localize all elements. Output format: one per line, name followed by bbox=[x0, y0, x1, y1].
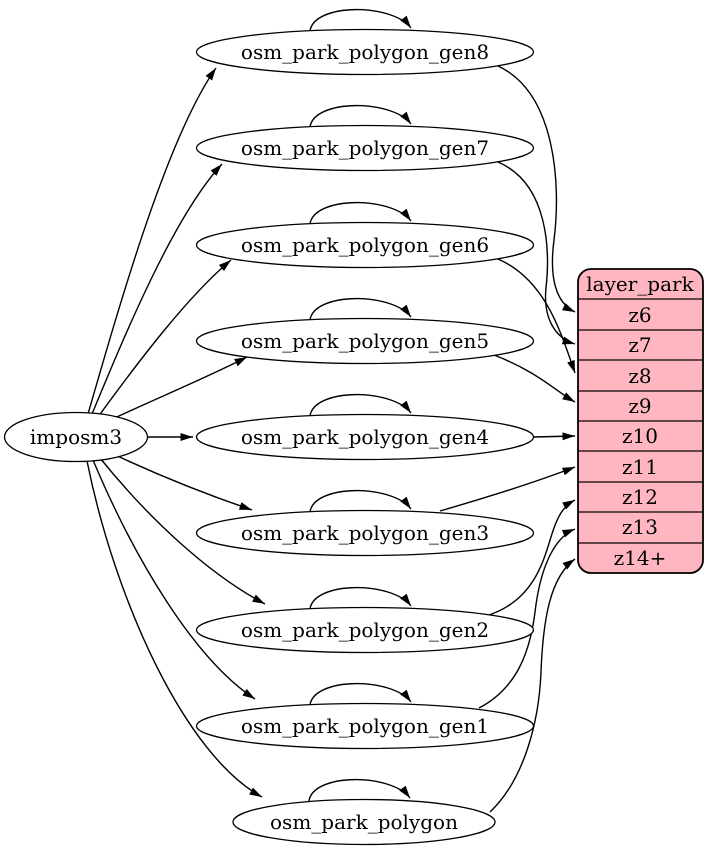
self-loop-gen6 bbox=[309, 201, 412, 225]
node-gen1-shape bbox=[195, 702, 535, 750]
node-imposm3: imposm3 bbox=[3, 411, 149, 463]
row-label-z6: z6 bbox=[628, 303, 651, 327]
edge-gen7-to-z7 bbox=[497, 161, 576, 345]
node-layer-park: layer_park z6 z7 z8 z9 z10 z11 z12 z13 z… bbox=[577, 268, 704, 574]
node-osm-park-polygon-gen7: osm_park_polygon_gen7 bbox=[195, 124, 535, 172]
edge-gen2-to-z12 bbox=[488, 499, 576, 616]
edge-polygon-to-z14plus bbox=[489, 558, 576, 813]
node-gen7-shape bbox=[195, 124, 535, 172]
edge-imposm3-to-gen3 bbox=[110, 452, 253, 511]
edge-gen1-to-z13 bbox=[478, 528, 576, 709]
edge-gen4-to-z10 bbox=[533, 432, 576, 441]
edge-imposm3-to-gen8 bbox=[87, 67, 217, 415]
node-polygon-label: osm_park_polygon bbox=[270, 810, 458, 834]
node-osm-park-polygon-gen8: osm_park_polygon_gen8 bbox=[195, 28, 535, 76]
row-label-z9: z9 bbox=[628, 394, 651, 418]
self-loop-gen5 bbox=[309, 297, 412, 321]
row-label-z10: z10 bbox=[622, 424, 658, 448]
node-gen8-shape bbox=[195, 28, 535, 76]
node-osm-park-polygon-gen4: osm_park_polygon_gen4 bbox=[195, 413, 535, 461]
node-gen5-shape bbox=[195, 317, 535, 365]
edge-gen3-to-z11 bbox=[439, 466, 576, 512]
node-osm-park-polygon: osm_park_polygon bbox=[232, 798, 496, 846]
node-imposm3-shape bbox=[3, 411, 149, 463]
self-loop-gen4 bbox=[309, 393, 412, 417]
node-gen4-shape bbox=[195, 413, 535, 461]
row-label-z7: z7 bbox=[628, 333, 651, 357]
node-osm-park-polygon-gen1: osm_park_polygon_gen1 bbox=[195, 702, 535, 750]
row-label-z8: z8 bbox=[628, 364, 651, 388]
edge-imposm3-to-gen2 bbox=[99, 457, 266, 605]
node-polygon-shape bbox=[232, 798, 496, 846]
node-gen2-shape bbox=[195, 606, 535, 654]
self-loop-polygon bbox=[308, 778, 411, 802]
node-gen8-label: osm_park_polygon_gen8 bbox=[241, 40, 489, 64]
self-loop-gen7 bbox=[309, 104, 412, 128]
node-gen2-label: osm_park_polygon_gen2 bbox=[241, 618, 489, 642]
node-gen7-label: osm_park_polygon_gen7 bbox=[241, 136, 489, 160]
edges-from-imposm3 bbox=[86, 67, 266, 798]
row-label-z12: z12 bbox=[622, 485, 658, 509]
node-osm-park-polygon-gen2: osm_park_polygon_gen2 bbox=[195, 606, 535, 654]
edge-gen6-to-z8 bbox=[497, 258, 576, 374]
row-label-z14plus: z14+ bbox=[614, 546, 667, 570]
edge-imposm3-to-gen7 bbox=[91, 163, 223, 415]
edge-imposm3-to-polygon bbox=[86, 460, 263, 798]
self-loop-gen2 bbox=[309, 586, 412, 610]
node-gen6-label: osm_park_polygon_gen6 bbox=[241, 233, 489, 257]
edge-gen8-to-z6 bbox=[497, 65, 576, 313]
self-loop-gen3 bbox=[309, 489, 412, 513]
self-loop-gen8 bbox=[309, 8, 412, 32]
self-loop-gen1 bbox=[309, 682, 412, 706]
row-label-z11: z11 bbox=[622, 455, 658, 479]
node-gen6-shape bbox=[195, 221, 535, 269]
layer-park-title: layer_park bbox=[586, 272, 694, 296]
node-gen5-label: osm_park_polygon_gen5 bbox=[241, 329, 489, 353]
node-osm-park-polygon-gen5: osm_park_polygon_gen5 bbox=[195, 317, 535, 365]
node-imposm3-label: imposm3 bbox=[30, 425, 122, 449]
node-gen3-shape bbox=[195, 509, 535, 557]
edge-imposm3-to-gen6 bbox=[97, 259, 232, 418]
node-gen3-label: osm_park_polygon_gen3 bbox=[241, 521, 489, 545]
edge-gen5-to-z9 bbox=[493, 354, 576, 403]
node-gen1-label: osm_park_polygon_gen1 bbox=[241, 714, 489, 738]
row-label-z13: z13 bbox=[622, 515, 658, 539]
edge-imposm3-to-gen5 bbox=[107, 356, 248, 422]
edges-to-layer-park bbox=[439, 65, 576, 813]
self-loop-edges bbox=[308, 8, 412, 802]
node-osm-park-polygon-gen3: osm_park_polygon_gen3 bbox=[195, 509, 535, 557]
node-gen4-label: osm_park_polygon_gen4 bbox=[241, 425, 489, 449]
edge-imposm3-to-gen1 bbox=[92, 459, 256, 700]
node-osm-park-polygon-gen6: osm_park_polygon_gen6 bbox=[195, 221, 535, 269]
